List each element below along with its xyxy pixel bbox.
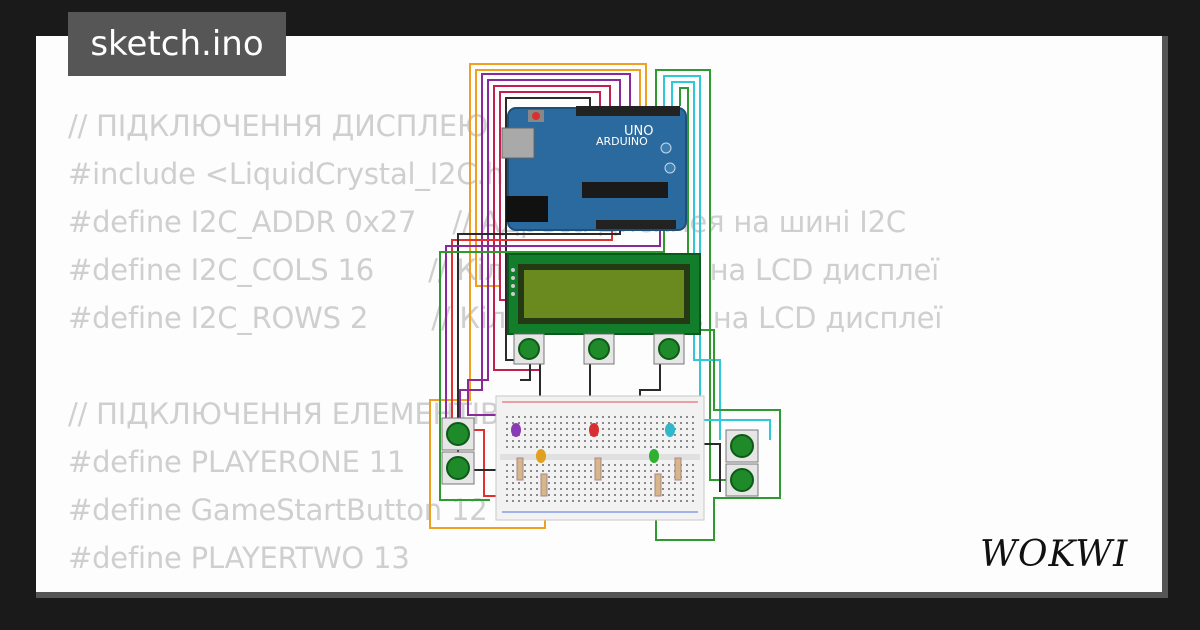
code-line: #define LEDPLAYERONE 10 <box>68 582 942 592</box>
arduino-uno-board: ARDUINO UNO <box>501 106 687 231</box>
led-purple <box>511 423 521 437</box>
code-line: #include <LiquidCrystal_I2C.h> <box>68 157 528 191</box>
arduino-model-label: UNO <box>624 124 653 139</box>
led-cyan <box>665 423 675 437</box>
title-badge: sketch.ino <box>68 12 286 76</box>
push-button-right-top <box>725 429 759 463</box>
led-orange <box>536 449 546 463</box>
led-red <box>589 423 599 437</box>
push-button-left-top <box>441 417 475 451</box>
push-button-3 <box>653 333 685 365</box>
wokwi-logo: WOKWI <box>980 534 1128 575</box>
push-button-right-bottom <box>725 463 759 497</box>
push-button-1 <box>513 333 545 365</box>
brand-wordmark: WOKWI <box>980 534 1128 575</box>
arduino-brand-label: ARDUINO <box>596 135 648 148</box>
resistors <box>516 457 682 497</box>
push-button-left-bottom <box>441 451 475 485</box>
code-line: #define PLAYERTWO 13 <box>68 541 410 575</box>
code-background: // ПІДКЛЮЧЕННЯ ДИСПЛЕЮ #include <LiquidCr… <box>68 102 942 592</box>
lcd-display <box>507 253 701 335</box>
led-green <box>649 449 659 463</box>
code-line: #define GameStartButton 12 <box>68 493 488 527</box>
code-line: #define PLAYERONE 11 <box>68 445 406 479</box>
code-line: // ПІДКЛЮЧЕННЯ ДИСПЛЕЮ <box>68 109 489 143</box>
push-button-2 <box>583 333 615 365</box>
